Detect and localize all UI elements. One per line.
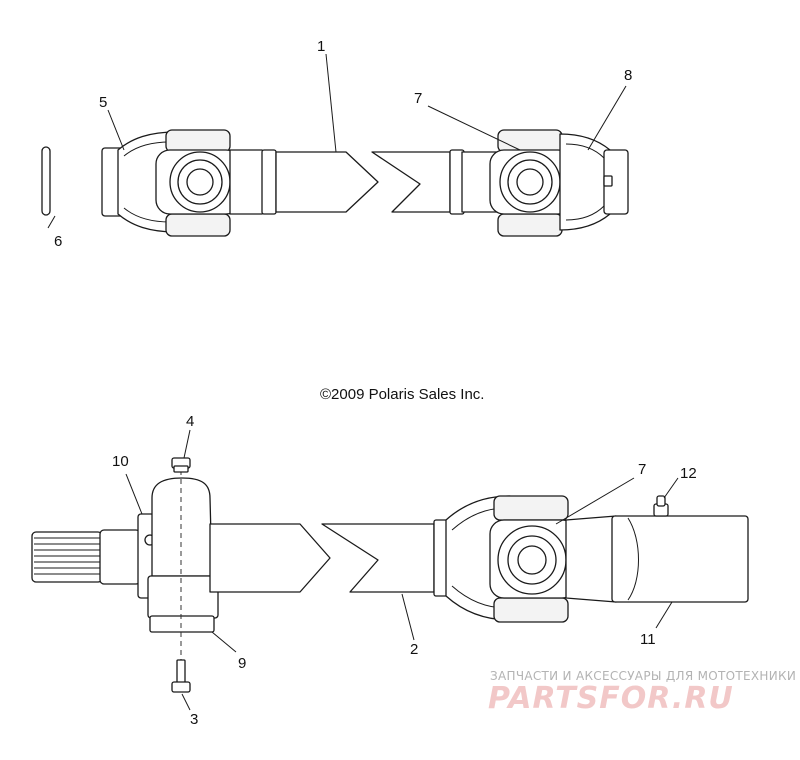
- watermark: ЗАПЧАСТИ И АКСЕССУАРЫ ДЛЯ МОТОТЕХНИКИ PA…: [488, 669, 796, 716]
- callout-10: 10: [112, 453, 129, 470]
- callout-7-top: 7: [414, 90, 422, 107]
- bolt-part-3: [171, 659, 191, 693]
- callout-4: 4: [186, 413, 194, 430]
- bearing-housing-part-9: [147, 477, 219, 633]
- bottom-cross-bearing: [489, 495, 577, 623]
- driveshaft-part-2-right: [321, 523, 435, 593]
- callout-8: 8: [624, 67, 632, 84]
- callout-6: 6: [54, 233, 62, 250]
- callout-1: 1: [317, 38, 325, 55]
- driveshaft-part-1-right: [371, 151, 451, 213]
- copyright-notice: ©2009 Polaris Sales Inc.: [320, 386, 484, 403]
- driveshaft-part-2-left: [209, 523, 331, 593]
- callout-5: 5: [99, 94, 107, 111]
- nut-part-4: [171, 457, 191, 473]
- callout-11: 11: [640, 631, 656, 648]
- left-cross-bearing: [155, 149, 241, 215]
- slip-yoke-part-11: [565, 515, 749, 603]
- top-driveshaft-assembly: [41, 129, 629, 237]
- splined-stub-shaft: [31, 529, 141, 585]
- top-callout-leaders: [47, 53, 627, 229]
- callout-7-bottom: 7: [638, 461, 646, 478]
- right-yoke-part-8: [559, 133, 629, 231]
- grease-fitting-part-12: [653, 495, 669, 517]
- callout-2: 2: [410, 641, 418, 658]
- callout-9: 9: [238, 655, 246, 672]
- driveshaft-part-1-left: [275, 151, 379, 213]
- watermark-line2: PARTSFOR.RU: [488, 681, 734, 716]
- right-cross-bearing: [489, 129, 573, 237]
- bottom-driveshaft-assembly: [31, 457, 749, 693]
- watermark-line1: ЗАПЧАСТИ И АКСЕССУАРЫ ДЛЯ МОТОТЕХНИКИ: [490, 669, 796, 683]
- retaining-ring-part-6: [41, 146, 51, 216]
- callout-3: 3: [190, 711, 198, 728]
- callout-12: 12: [680, 465, 697, 482]
- callout-labels: 1 5 6 7 8 4 10 7 12 9 2 11 3: [54, 38, 697, 728]
- bottom-callout-leaders: [125, 429, 679, 711]
